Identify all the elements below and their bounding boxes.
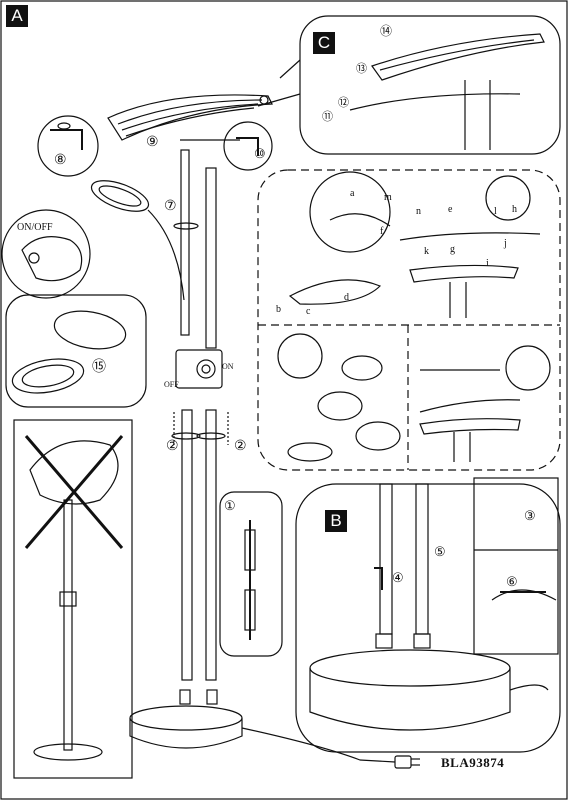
- label-on-off: ON/OFF: [17, 222, 53, 233]
- part-c: c: [306, 306, 311, 317]
- step-4: ④: [392, 570, 404, 585]
- label-off: OFF: [164, 380, 179, 389]
- c-dish: [409, 264, 519, 283]
- step-13: ⑬: [356, 63, 367, 75]
- lamp-base-top: [129, 705, 243, 731]
- cloth-over-lamp: [29, 440, 119, 505]
- part-l: l: [494, 206, 497, 217]
- lower-pole-right: [205, 409, 217, 681]
- step-15: ⑮: [92, 360, 106, 375]
- step-14: ⑭: [380, 24, 393, 38]
- step-1: ①: [224, 498, 236, 513]
- dimmer-knob: [196, 359, 216, 379]
- inset-step-10: [223, 121, 273, 171]
- part-n: n: [416, 206, 421, 217]
- power-cord: [241, 727, 396, 763]
- b-base: [309, 668, 511, 731]
- part-b: b: [276, 304, 281, 315]
- section-b-panel: [295, 477, 561, 753]
- part-g: g: [450, 244, 455, 255]
- step-10: ⑩: [254, 146, 266, 161]
- part-a: a: [350, 188, 355, 199]
- section-b-badge: B: [325, 510, 347, 532]
- dimmer-switch-box: [175, 349, 223, 389]
- reading-lamp-arm: [147, 209, 185, 301]
- part-h: h: [512, 204, 517, 215]
- part-k: k: [424, 246, 429, 257]
- inset-step-1: [219, 491, 283, 657]
- step-2-right: ②: [234, 439, 247, 454]
- reading-pole: [180, 149, 190, 336]
- step-11: ⑪: [322, 111, 333, 123]
- part-d: d: [344, 292, 349, 303]
- step-8: ⑧: [54, 153, 67, 168]
- step-3: ③: [524, 508, 536, 523]
- inset-step-8: [37, 115, 99, 177]
- main-pole-upper: [205, 167, 217, 349]
- part-e: e: [448, 204, 453, 215]
- c-lamp-head: [371, 33, 545, 81]
- cross-line-2: [24, 435, 124, 549]
- part-i: i: [486, 258, 489, 269]
- section-c-panel: [257, 15, 561, 155]
- step-12: ⑫: [338, 97, 349, 109]
- reading-lamp-head: [90, 180, 150, 212]
- power-plug: [394, 755, 412, 769]
- model-code: BLA93874: [441, 755, 505, 770]
- do-not-cover-panel: [13, 419, 133, 779]
- part-j: j: [504, 238, 507, 249]
- part-f: f: [380, 226, 384, 237]
- inset-step-15: [5, 294, 147, 408]
- section-c-dashed-panel: [257, 169, 561, 471]
- lamp-cover: [11, 358, 85, 394]
- step-5: ⑤: [434, 544, 446, 559]
- main-lamp: [90, 94, 420, 769]
- inset-on-off-switch: [1, 209, 91, 299]
- step-9: ⑨: [146, 135, 159, 150]
- step-2-left: ②: [166, 439, 179, 454]
- lower-pole-left: [181, 409, 193, 681]
- part-m: m: [384, 192, 392, 203]
- b-base-top: [309, 649, 511, 687]
- label-on: ON: [222, 362, 234, 371]
- step-7: ⑦: [164, 199, 177, 214]
- section-c-badge: C: [313, 32, 335, 54]
- lamp-base: [129, 718, 243, 749]
- led-module: [53, 310, 127, 350]
- section-a-badge: A: [6, 5, 28, 27]
- step-6: ⑥: [506, 574, 518, 589]
